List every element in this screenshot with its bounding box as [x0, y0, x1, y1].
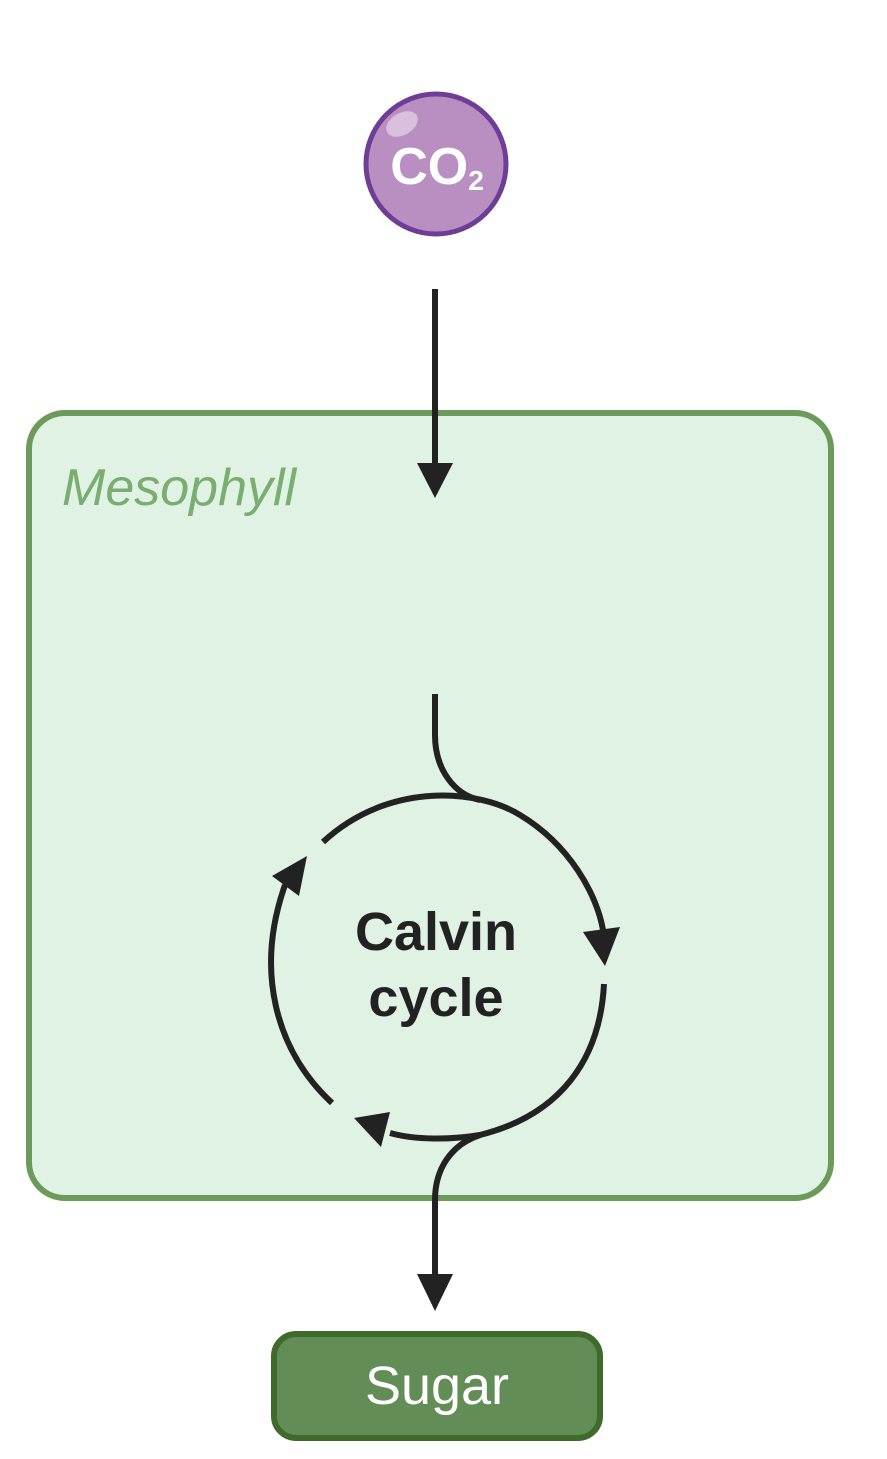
cycle-arc-lower-right — [389, 983, 607, 1142]
mesophyll-label: Mesophyll — [62, 459, 298, 517]
cycle-arrowhead-left — [272, 856, 307, 896]
calvin-cycle-label-line2: cycle — [368, 968, 503, 1028]
co2-subscript-text: 2 — [468, 165, 484, 196]
co2-main-text: CO — [390, 138, 468, 196]
sugar-box — [271, 1331, 603, 1441]
sugar-label: Sugar — [365, 1356, 509, 1416]
co2-highlight — [386, 111, 418, 137]
cycle-output-line — [432, 1132, 482, 1276]
sugar-arrowhead — [417, 1274, 453, 1311]
cycle-arrowhead-bottom — [354, 1112, 390, 1147]
cycle-arrowhead-right — [583, 927, 620, 966]
co2-entry-arrowhead — [417, 463, 453, 498]
cycle-arc-left — [268, 884, 335, 1106]
calvin-cycle-label-line1: Calvin — [355, 902, 517, 962]
mesophyll-box — [26, 410, 834, 1201]
co2-molecule: CO2 — [363, 91, 509, 237]
co2-label: CO2 — [390, 138, 484, 196]
cycle-arc-upper-right — [320, 792, 606, 931]
